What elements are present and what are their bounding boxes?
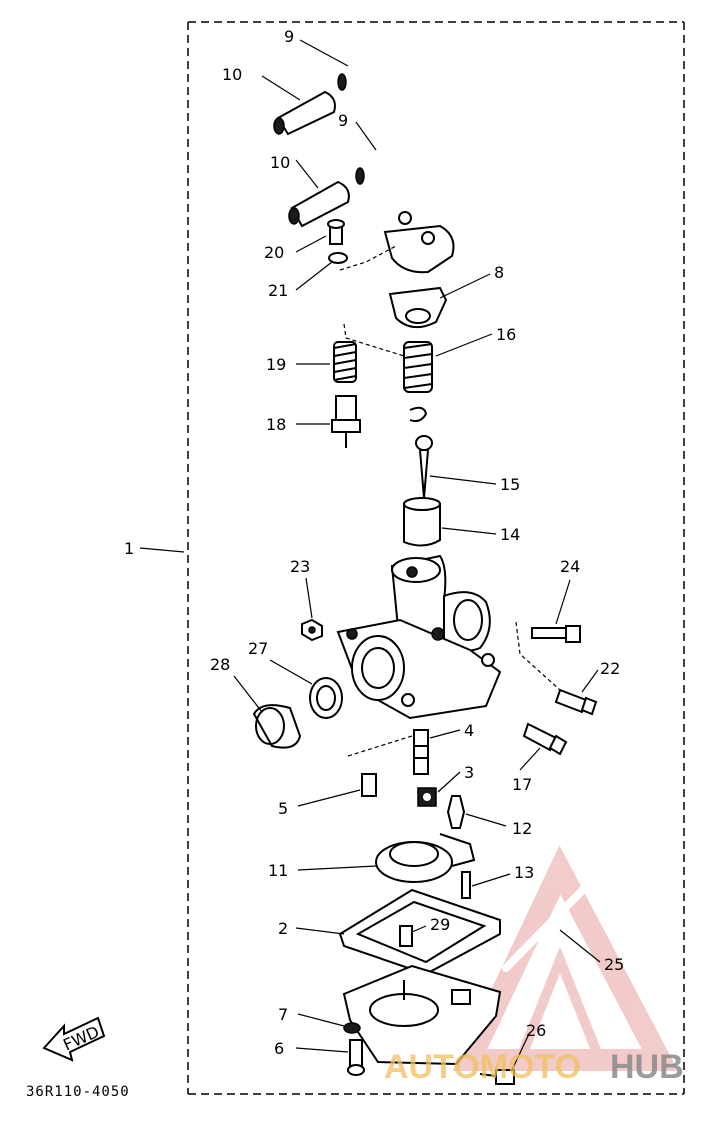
watermark-text: AUTOMOTO HUB [384,1048,684,1086]
callout-19: 19 [266,355,286,374]
overflow-pipe-25 [502,844,628,972]
starter-plunger-18 [331,395,361,448]
throttle-spring-16 [403,341,433,393]
screw-6 [347,1039,365,1076]
drain-screw-29 [399,925,413,947]
part-code: 36R110-4050 [26,1084,130,1100]
top-gasket-8 [388,286,448,329]
float-pin-13 [461,871,471,899]
watermark-logo [452,845,679,1071]
fwd-arrow: FWD [42,1016,106,1062]
callout-28: 28 [210,655,230,674]
callout-26: 26 [526,1021,546,1040]
pilot-screw-22 [554,688,598,716]
nut-23 [301,618,323,642]
callout-5: 5 [278,799,288,818]
needle-jet-4 [413,729,429,775]
callout-2: 2 [278,919,288,938]
callout-6: 6 [274,1039,284,1058]
screw-20 [327,219,345,245]
fwd-label: FWD [60,1022,102,1055]
float-bowl-gasket-2 [338,888,501,976]
callout-21: 21 [268,281,288,300]
callout-20: 20 [264,243,284,262]
callout-14: 14 [500,525,520,544]
float-11 [375,833,476,883]
callout-4: 4 [464,721,474,740]
rubber-cap-upper [273,90,336,136]
callout-7: 7 [278,1005,288,1024]
throttle-valve-14 [403,497,441,547]
elbow-pipe-upper [337,58,412,98]
callout-8: 8 [494,263,504,282]
callout-23: 23 [290,557,310,576]
callout-17: 17 [512,775,532,794]
callout-11: 11 [268,861,288,880]
watermark-text-automoto: AUTOMOTO [384,1048,581,1086]
needle-clip [409,406,428,423]
elbow-pipe-lower [355,149,428,191]
callout-18: 18 [266,415,286,434]
washer-7 [343,1022,361,1034]
callout-numbers: 9 10 9 10 20 21 8 16 19 18 15 14 1 23 24… [124,27,624,1058]
callout-22: 22 [600,659,620,678]
leader-lines [139,39,601,1071]
float-needle-12 [446,795,466,829]
assembly-frame [187,21,685,1095]
watermark-text-hub: HUB [610,1048,684,1086]
callout-24: 24 [560,557,580,576]
callout-13: 13 [514,863,534,882]
callout-9b: 9 [338,111,348,130]
main-jet-3 [417,787,437,807]
throttle-stop-screw-17 [522,722,568,756]
callout-16: 16 [496,325,516,344]
carburetor-body [336,554,502,720]
spring-19 [333,341,357,383]
washer-21 [328,252,348,264]
o-ring-27 [309,677,343,719]
callout-27: 27 [248,639,268,658]
callout-10b: 10 [270,153,290,172]
rubber-cap-lower [288,180,350,228]
screw-26 [479,1069,515,1085]
carb-top-cover [383,211,455,274]
callout-12: 12 [512,819,532,838]
callout-10a: 10 [222,65,242,84]
callout-15: 15 [500,475,520,494]
callout-25: 25 [604,955,624,974]
callout-1: 1 [124,539,134,558]
pilot-jet-5 [361,773,377,797]
callout-9a: 9 [284,27,294,46]
screw-24 [531,625,581,643]
float-bowl [342,964,502,1066]
callout-29: 29 [430,915,450,934]
jet-needle-15 [415,435,433,499]
hose-clamp-28 [252,704,302,749]
callout-3: 3 [464,763,474,782]
